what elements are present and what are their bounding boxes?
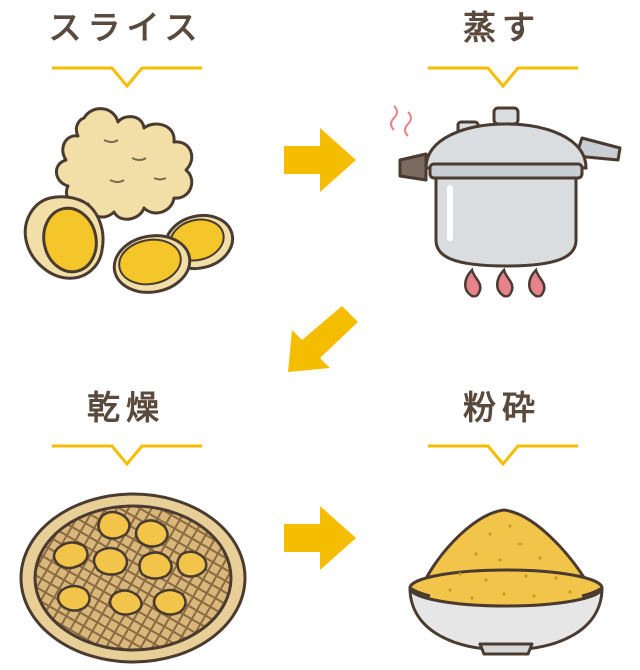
powder-bowl-icon: [408, 508, 604, 656]
arrow-right-icon: [284, 128, 356, 192]
step-pointer-steam: [428, 66, 578, 89]
step-title-grind: 粉砕: [463, 388, 541, 427]
drying-basket-icon: [19, 492, 247, 664]
ginger-slices-icon: [23, 107, 235, 294]
step-title-slice: スライス: [48, 8, 204, 47]
pressure-cooker-icon: [390, 105, 622, 298]
step-pointer-grind: [428, 444, 578, 467]
step-title-dry: 乾燥: [87, 388, 165, 427]
arrow-right-icon: [284, 506, 356, 570]
step-pointer-slice: [52, 66, 202, 89]
arrow-down-left-icon: [288, 306, 358, 372]
step-pointer-dry: [52, 444, 202, 467]
step-title-steam: 蒸す: [463, 8, 541, 47]
